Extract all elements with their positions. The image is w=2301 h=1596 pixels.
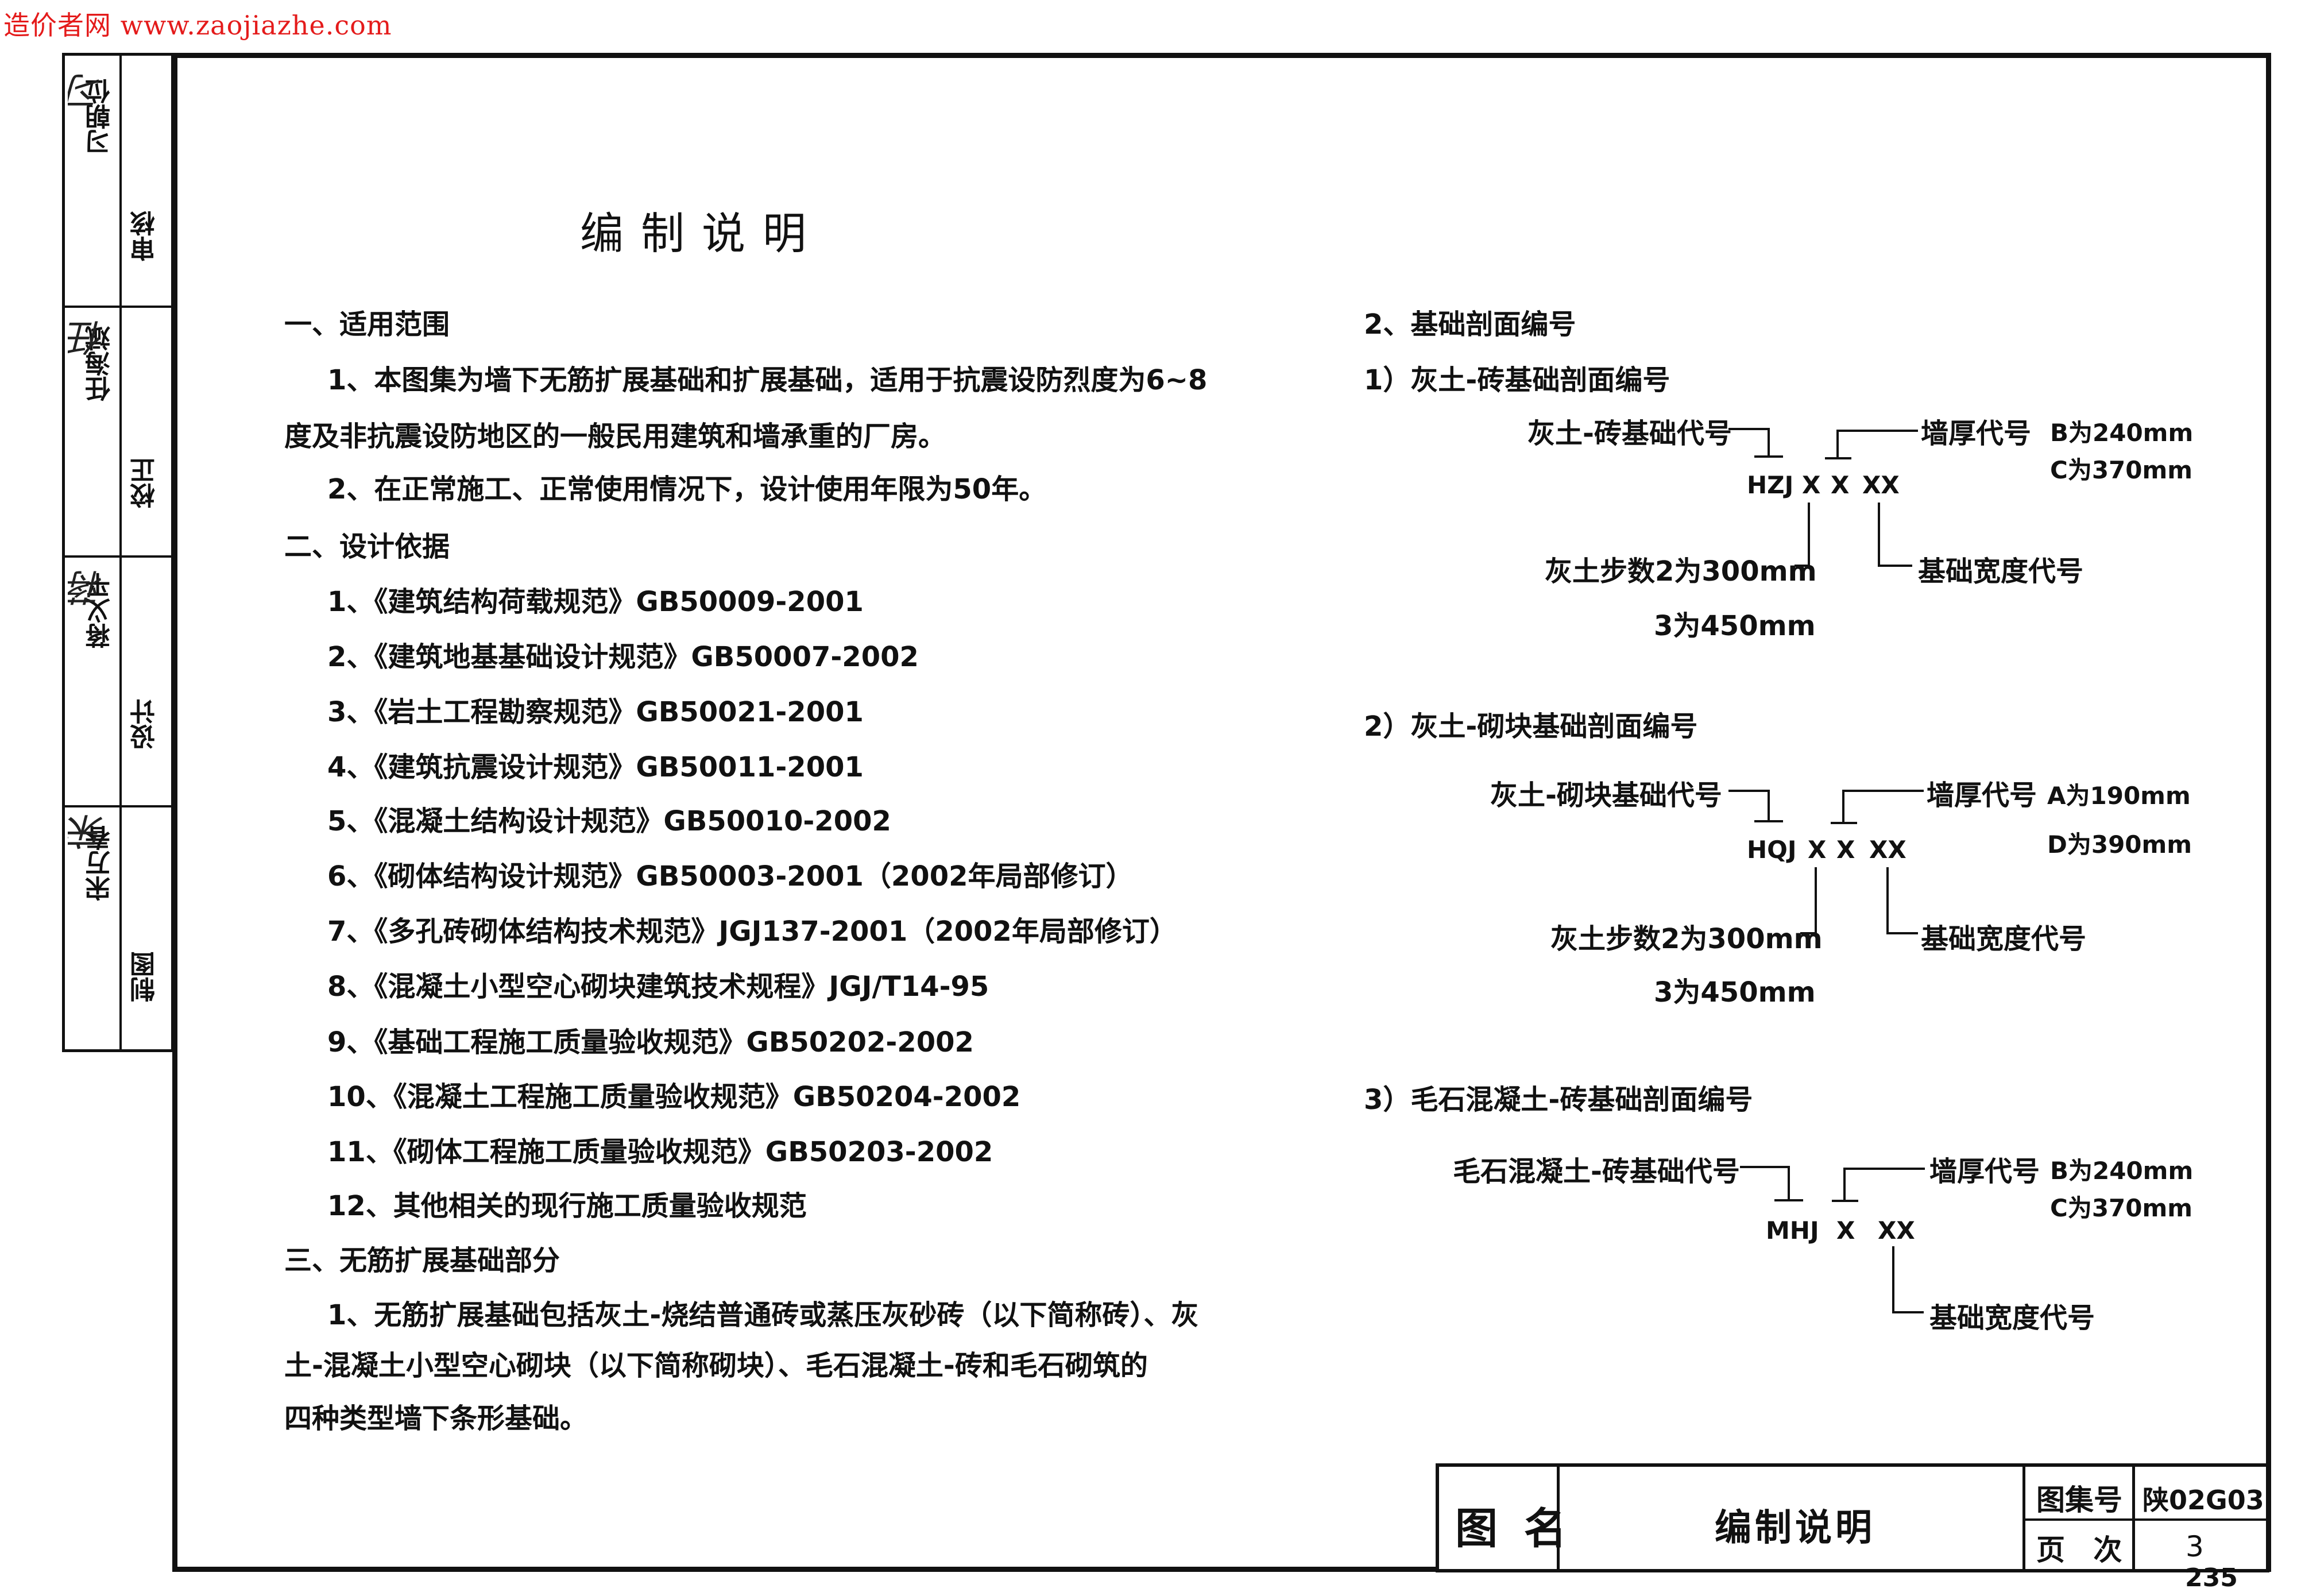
code-x: X — [1802, 471, 1821, 499]
code-prefix: HQJ — [1747, 836, 1797, 864]
code-x: X — [1836, 1216, 1855, 1245]
signature-scribble: 蒋 — [68, 570, 110, 606]
text-line: 9、《基础工程施工质量验收规范》GB50202-2002 — [327, 1026, 974, 1058]
drawing-frame — [172, 53, 2271, 1572]
role-sheji: 设计 — [130, 699, 160, 749]
width-code-label: 基础宽度代号 — [1918, 555, 2084, 588]
step-label: 灰土步数2为300mm — [1550, 923, 1823, 955]
text-line: 1、《建筑结构荷载规范》GB50009-2001 — [327, 586, 864, 618]
wall-code-label: 墙厚代号 — [1929, 1156, 2040, 1188]
role-jiaozheng: 校正 — [130, 458, 160, 508]
width-code-label: 基础宽度代号 — [1929, 1302, 2095, 1334]
subsection-heading: 3）毛石混凝土-砖基础剖面编号 — [1364, 1084, 1753, 1116]
signature-scribble: 习 — [68, 73, 110, 110]
text-line: 8、《混凝土小型空心砌块建筑技术规程》JGJ/T14-95 — [327, 971, 989, 1003]
text-line: 3、《岩土工程勘察规范》GB50021-2001 — [327, 696, 864, 728]
step-label: 灰土步数2为300mm — [1545, 555, 1817, 588]
wall-option: B为240mm — [2050, 419, 2194, 447]
text-line: 2、《建筑地基基础设计规范》GB50007-2002 — [327, 641, 919, 673]
code-x: X — [1808, 836, 1827, 864]
code-prefix: MHJ — [1766, 1216, 1819, 1245]
wall-code-label: 墙厚代号 — [1921, 418, 2032, 450]
subsection-heading: 1）灰土-砖基础剖面编号 — [1364, 364, 1670, 396]
role-shenhe: 审核 — [130, 211, 160, 261]
code-xx: XX — [1878, 1216, 1915, 1245]
title-block-name: 编制说明 — [1715, 1507, 1875, 1549]
wall-option: D为390mm — [2047, 830, 2192, 859]
code-xx: XX — [1869, 836, 1906, 864]
code-x: X — [1831, 471, 1850, 499]
atlas-value: 陕02G03 — [2143, 1485, 2264, 1516]
role-zhitu: 制图 — [130, 952, 160, 1002]
text-line: 5、《混凝土结构设计规范》GB50010-2002 — [327, 805, 891, 837]
signature-scribble: 任 — [68, 320, 110, 357]
page-value: 3 — [2186, 1530, 2204, 1563]
step-option: 3为450mm — [1654, 610, 1816, 642]
text-line: 三、无筋扩展基础部分 — [284, 1245, 560, 1277]
text-line: 2、在正常施工、正常使用情况下，设计使用年限为50年。 — [327, 473, 1047, 505]
atlas-label: 图集号 — [2036, 1483, 2122, 1517]
step-option: 3为450mm — [1654, 976, 1816, 1008]
code-label: 毛石混凝土-砖基础代号 — [1453, 1156, 1740, 1188]
code-label: 灰土-砌块基础代号 — [1490, 779, 1722, 811]
wall-code-label: 墙厚代号 — [1927, 779, 2037, 811]
code-label: 灰土-砖基础代号 — [1527, 418, 1732, 450]
text-line: 度及非抗震设防地区的一般民用建筑和墙承重的厂房。 — [284, 420, 946, 453]
signature-scribble: 宋 — [68, 814, 110, 851]
subsection-heading: 2）灰土-砌块基础剖面编号 — [1364, 710, 1698, 743]
text-line: 12、其他相关的现行施工质量验收规范 — [327, 1190, 807, 1222]
code-prefix: HZJ — [1747, 471, 1794, 499]
text-line: 一、适用范围 — [284, 308, 450, 341]
page-label: 页 次 — [2036, 1533, 2132, 1567]
section-heading: 2、基础剖面编号 — [1364, 308, 1576, 341]
width-code-label: 基础宽度代号 — [1921, 923, 2087, 955]
text-line: 1、无筋扩展基础包括灰土-烧结普通砖或蒸压灰砂砖（以下简称砖）、灰 — [327, 1299, 1199, 1331]
wall-option: C为370mm — [2050, 1194, 2193, 1222]
text-line: 4、《建筑抗震设计规范》GB50011-2001 — [327, 751, 864, 783]
title-block-label: 图 名 — [1455, 1504, 1572, 1554]
watermark-text: 造价者网 www.zaojiazhe.com — [3, 10, 392, 41]
wall-option: B为240mm — [2050, 1157, 2194, 1185]
text-line: 土-混凝土小型空心砌块（以下简称砌块）、毛石混凝土-砖和毛石砌筑的 — [284, 1350, 1148, 1382]
title-block: 图 名 编制说明 图集号 陕02G03 页 次 3 — [1436, 1463, 2269, 1572]
code-xx: XX — [1862, 471, 1900, 499]
text-line: 10、《混凝土工程施工质量验收规范》GB50204-2002 — [327, 1081, 1021, 1113]
wall-option: A为190mm — [2047, 782, 2191, 810]
sheet-number: 235 — [2185, 1563, 2238, 1593]
signature-sidebar: 制图 设计 校正 审核 宋万春 蒋义平 任海斌 习朝位 宋 蒋 任 习 — [62, 53, 174, 1052]
text-line: 四种类型墙下条形基础。 — [284, 1402, 588, 1435]
text-line: 二、设计依据 — [284, 531, 450, 563]
text-line: 7、《多孔砖砌体结构技术规范》JGJ137-2001（2002年局部修订） — [327, 915, 1177, 948]
text-line: 11、《砌体工程施工质量验收规范》GB50203-2002 — [327, 1136, 993, 1168]
code-x: X — [1836, 836, 1855, 864]
wall-option: C为370mm — [2050, 456, 2193, 484]
text-line: 1、本图集为墙下无筋扩展基础和扩展基础，适用于抗震设防烈度为6~8 — [327, 364, 1208, 396]
text-line: 6、《砌体结构设计规范》GB50003-2001（2002年局部修订） — [327, 860, 1134, 892]
page-title: 编制说明 — [580, 208, 823, 259]
